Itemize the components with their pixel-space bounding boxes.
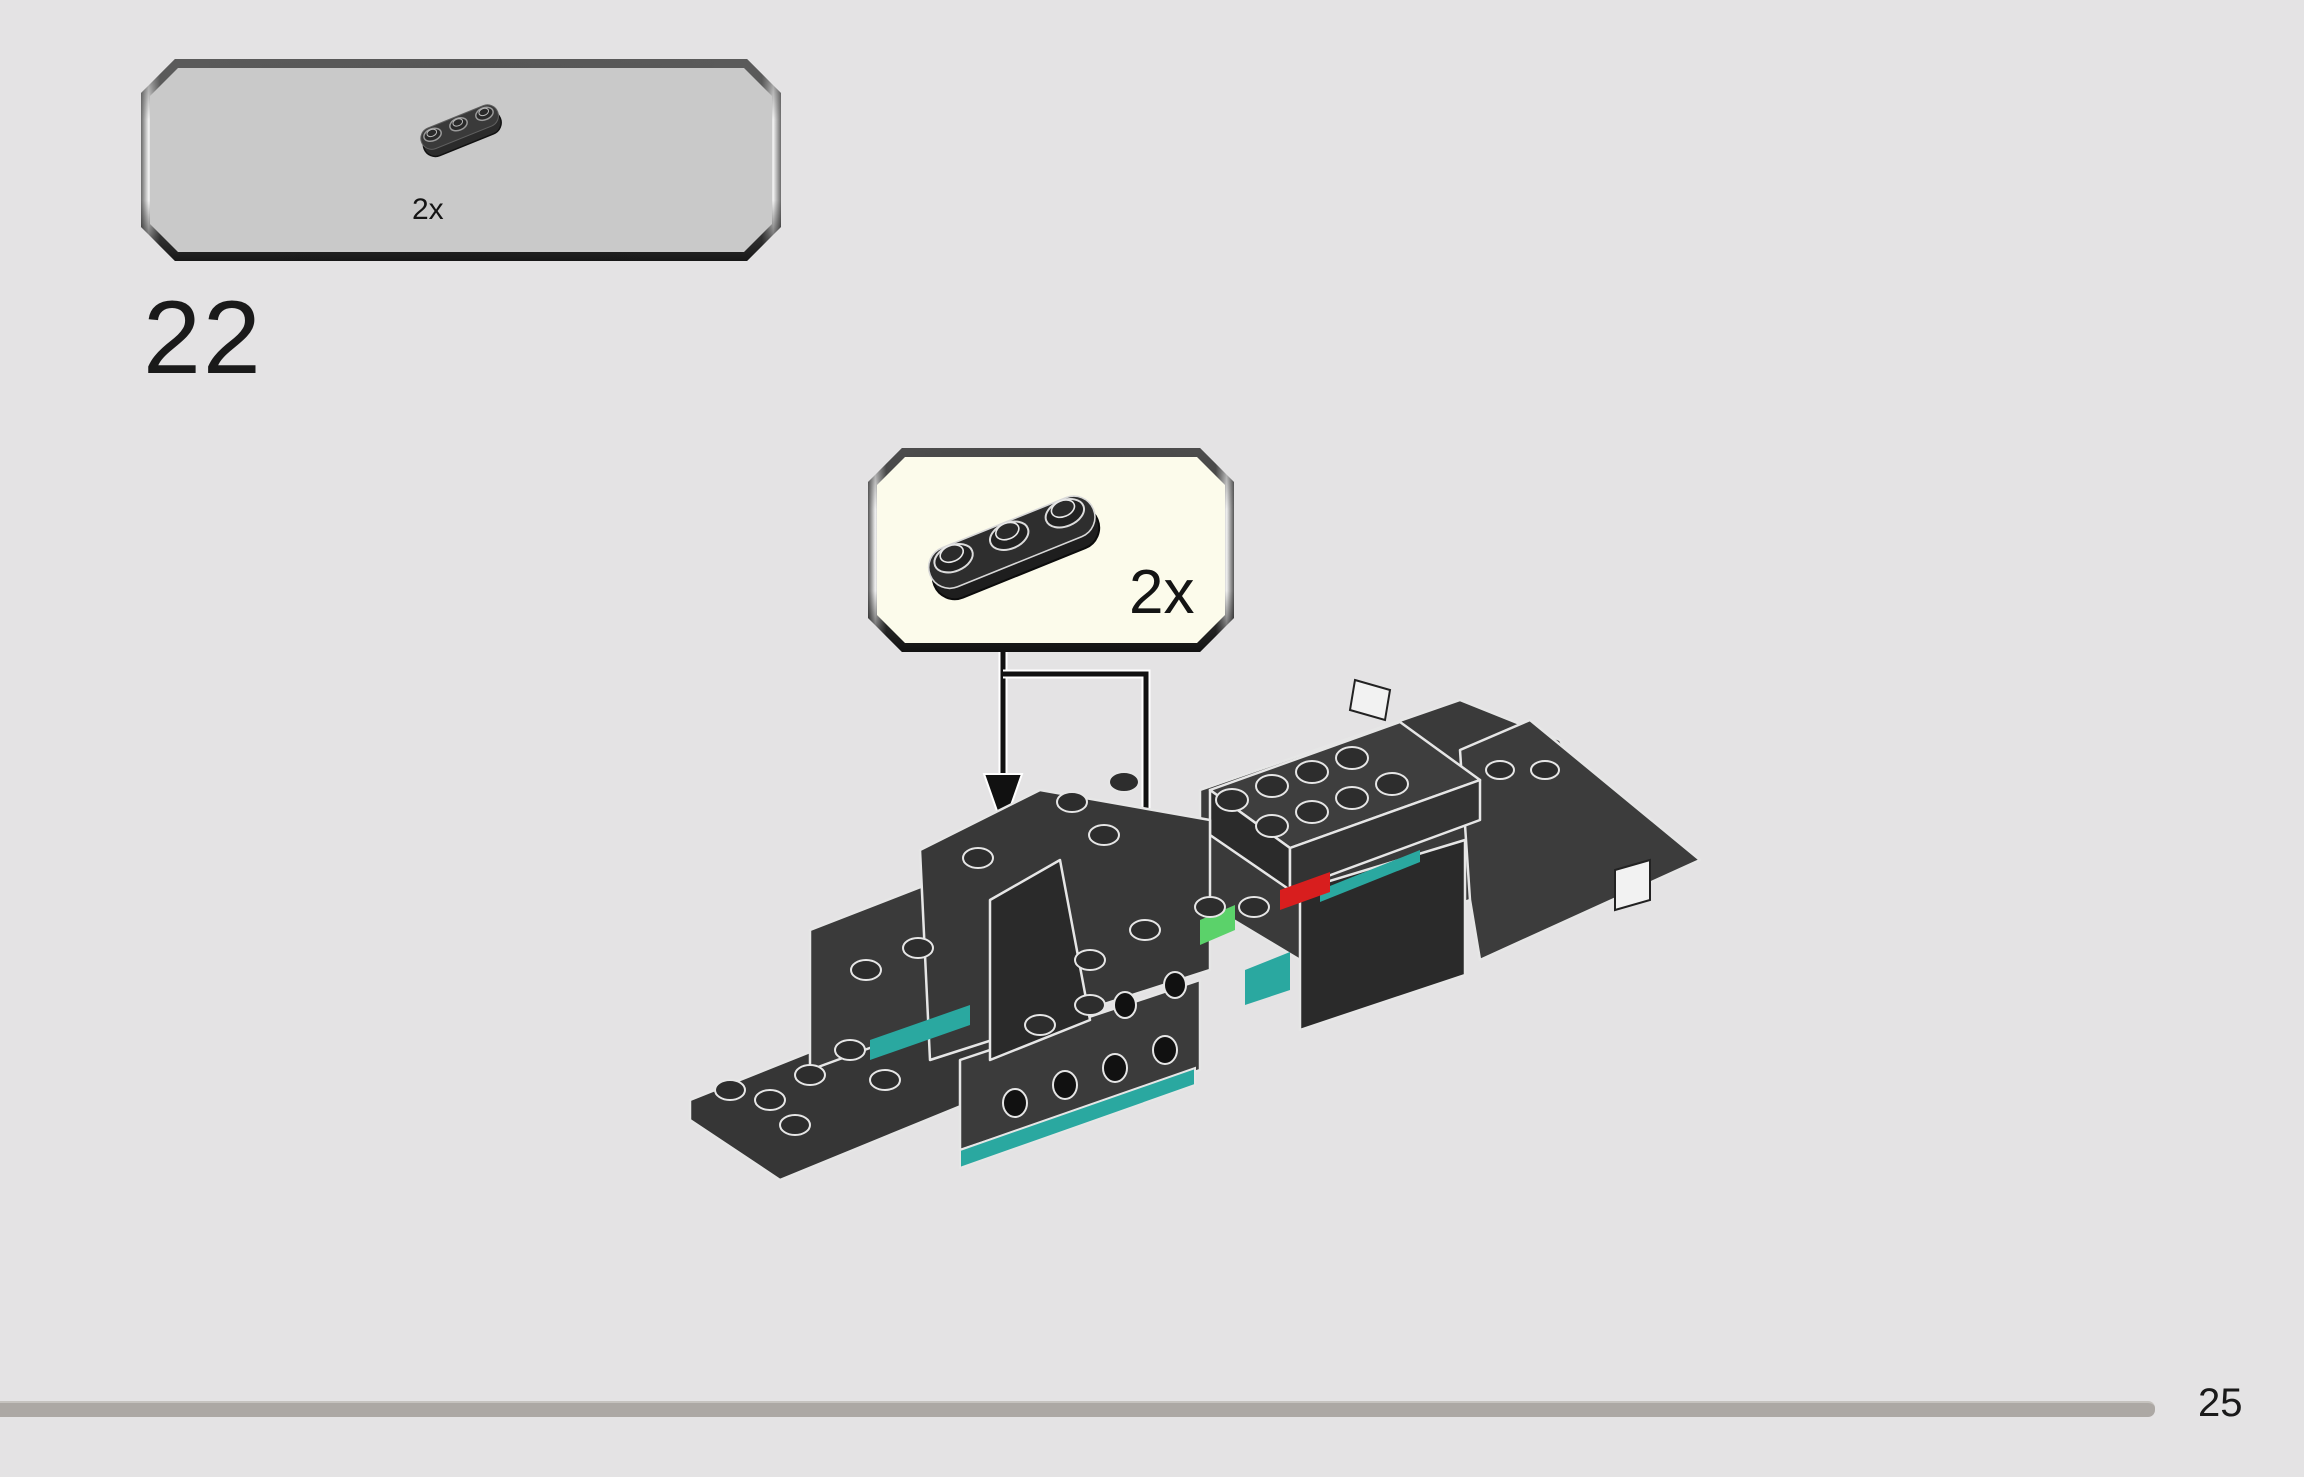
plate-1x3-rounded-icon — [917, 485, 1107, 595]
parts-list-callout: 2x — [141, 59, 781, 261]
sub-assembly-callout: 2x — [868, 448, 1234, 652]
sub-assembly-panel: 2x — [877, 457, 1225, 643]
parts-list-panel: 2x — [150, 68, 772, 252]
page-progress-bar — [0, 1401, 2155, 1417]
part-quantity-label: 2x — [412, 193, 444, 226]
sub-part-quantity-label: 2x — [1129, 558, 1195, 627]
step-number: 22 — [143, 280, 263, 396]
plate-1x3-rounded-icon — [415, 98, 505, 158]
page-number: 25 — [2198, 1381, 2243, 1425]
